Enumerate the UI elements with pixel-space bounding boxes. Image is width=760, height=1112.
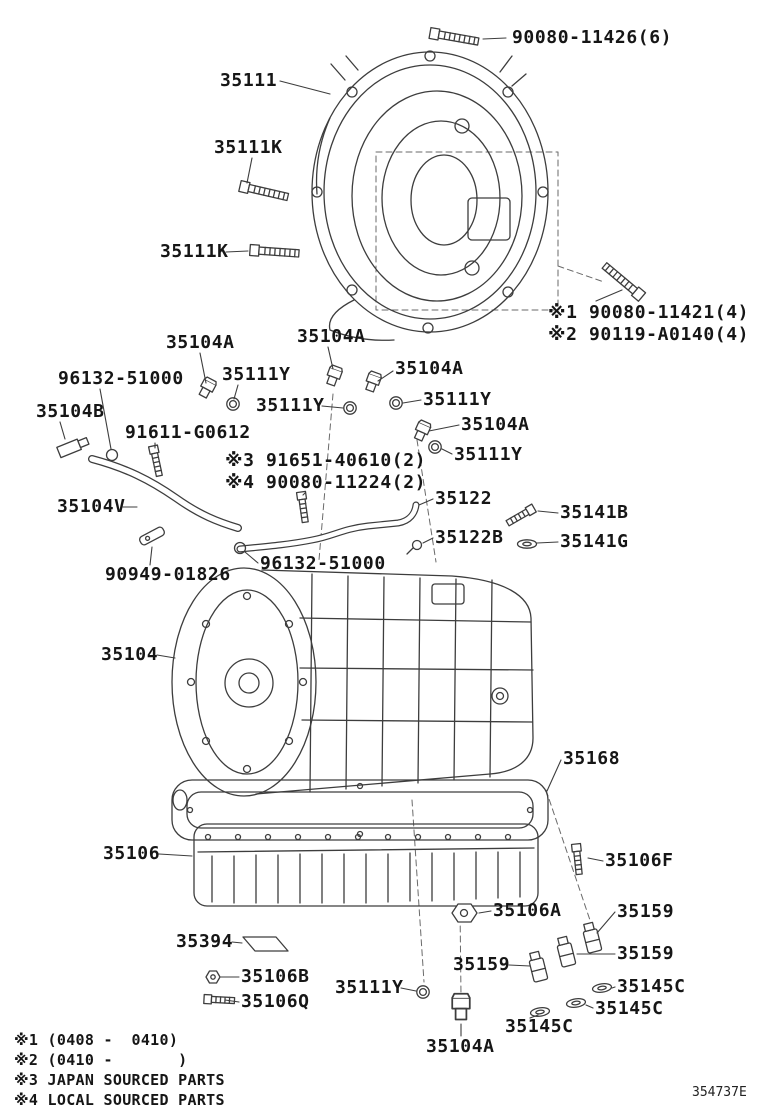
solenoid-valve-icons — [526, 921, 603, 983]
housing-bolt-right-icon — [600, 260, 647, 302]
housing-bolt-icon — [428, 26, 480, 48]
breather-hose-drawing — [56, 436, 242, 532]
drain-plug-icon — [451, 903, 478, 923]
hose-bolt-icon — [147, 444, 165, 478]
bell-housing-drawing — [311, 50, 549, 341]
diagram-code: 354737E — [692, 1085, 747, 1100]
breather-plug-icons — [196, 363, 471, 1021]
oil-pan-drawing — [172, 789, 539, 907]
housing-bolt-35111k2-icon — [248, 243, 300, 260]
washer-35145c-icons — [529, 981, 613, 1019]
footnote: ※1 (0408 - 0410) — [14, 1031, 179, 1049]
leader-lines — [59, 37, 623, 1037]
magnet-icon — [242, 936, 289, 952]
construction-lines — [318, 151, 605, 997]
bolt-35106q-icon — [203, 993, 236, 1006]
footnote: ※3 JAPAN SOURCED PARTS — [14, 1071, 225, 1089]
o-ring-icons — [226, 396, 442, 999]
hose-clamp-icon — [138, 526, 166, 546]
washer-35141g-icon — [516, 539, 538, 549]
housing-bolt-35111k-icon — [238, 179, 290, 204]
footnotes: ※1 (0408 - 0410) ※2 (0410 - ) ※3 JAPAN SOU… — [14, 1030, 225, 1110]
footnote: ※4 LOCAL SOURCED PARTS — [14, 1091, 225, 1109]
nut-icon — [205, 970, 221, 984]
pipe-clamp-icon — [406, 539, 423, 555]
pan-gasket-drawing — [171, 779, 549, 841]
transmission-case-drawing — [171, 567, 534, 797]
footnote: ※2 (0410 - ) — [14, 1051, 188, 1069]
pipe-bolt-icon — [295, 490, 311, 524]
oil-pipe-drawing — [233, 501, 423, 555]
bolt-35141b-icon — [504, 503, 537, 528]
